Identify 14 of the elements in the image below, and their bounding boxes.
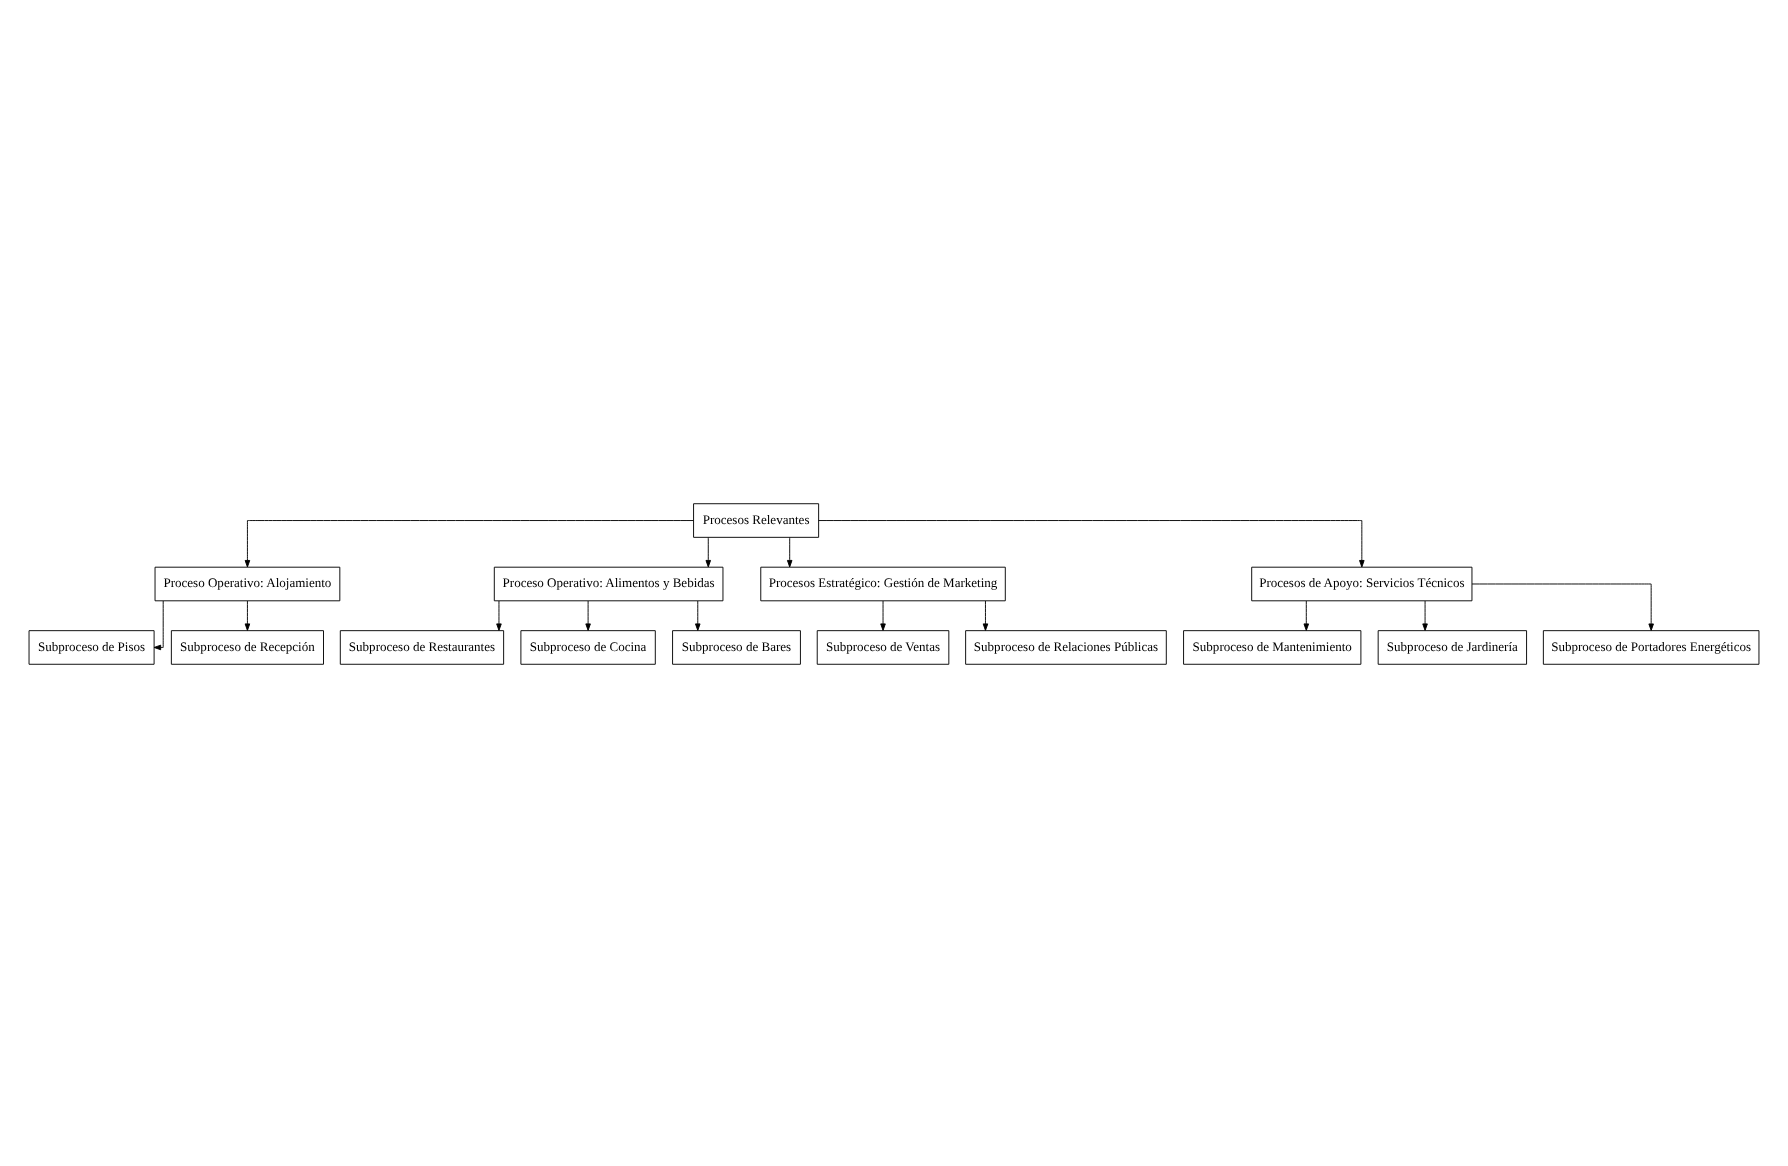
arrow bbox=[1422, 599, 1428, 630]
arrow bbox=[244, 599, 251, 630]
arrow bbox=[982, 599, 989, 630]
arrow bbox=[496, 599, 502, 630]
arrow bbox=[585, 599, 591, 630]
arrow bbox=[880, 599, 886, 630]
arrow bbox=[695, 599, 701, 630]
arrow bbox=[705, 536, 711, 567]
arrow bbox=[1471, 582, 1654, 630]
arrow bbox=[818, 519, 1365, 567]
arrow bbox=[786, 536, 793, 567]
arrow bbox=[244, 519, 694, 567]
arrow bbox=[1303, 599, 1310, 630]
arrow bbox=[153, 599, 164, 650]
